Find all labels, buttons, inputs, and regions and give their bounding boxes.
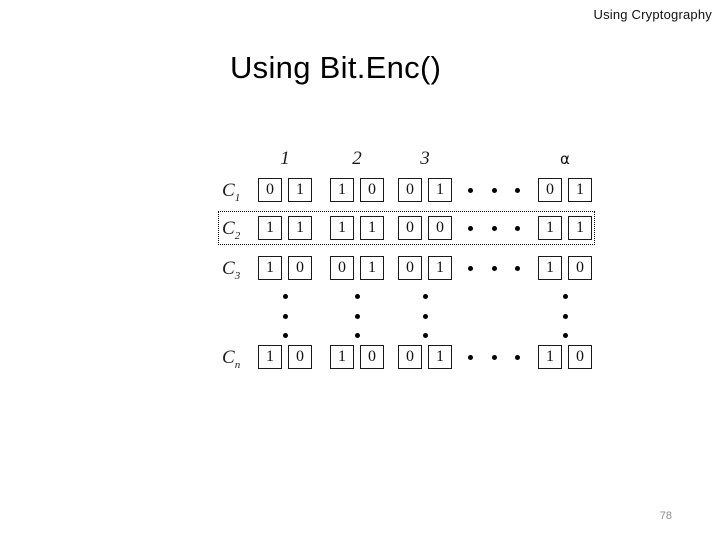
bit-cell: 1 (568, 216, 592, 240)
row-label-c3: C3 (222, 258, 258, 282)
row-label-c2-base: C (222, 218, 235, 239)
bit-cell: 0 (258, 178, 282, 202)
bit-cell: 1 (288, 216, 312, 240)
bit-cell: 1 (330, 216, 354, 240)
bit-cell: 0 (330, 256, 354, 280)
bit-cell: 0 (398, 216, 422, 240)
row-label-c3-subscript: 3 (234, 269, 241, 282)
bit-cell: 1 (258, 345, 282, 369)
row-ellipsis-icon (466, 256, 522, 280)
page-number: 78 (659, 510, 672, 522)
column-ellipsis-icon (398, 294, 452, 338)
bit-cell: 0 (288, 256, 312, 280)
bit-cell: 1 (258, 216, 282, 240)
column-label-alpha: α (560, 150, 570, 168)
row-ellipsis-icon (466, 178, 522, 202)
bit-cell: 1 (428, 256, 452, 280)
bit-cell: 1 (288, 178, 312, 202)
bit-cell: 1 (538, 256, 562, 280)
row-label-c1: C1 (222, 180, 258, 204)
bit-cell: 1 (330, 178, 354, 202)
row-label-cn-base: C (222, 347, 235, 368)
bit-cell: 1 (538, 216, 562, 240)
slide-header-text: Using Cryptography (593, 7, 712, 22)
bit-cell: 0 (398, 178, 422, 202)
bit-cell: 0 (398, 345, 422, 369)
bit-cell: 0 (360, 345, 384, 369)
row-label-c2: C2 (222, 218, 258, 242)
column-ellipsis-icon (330, 294, 384, 338)
bit-cell: 0 (398, 256, 422, 280)
column-label-3: 3 (420, 148, 430, 169)
bit-cell: 1 (360, 256, 384, 280)
row-label-cn: Cn (222, 347, 258, 371)
row-label-c2-subscript: 2 (234, 229, 241, 242)
row-highlight-c2 (218, 211, 595, 245)
bit-cell: 1 (258, 256, 282, 280)
column-ellipsis-icon (258, 294, 312, 338)
row-label-cn-subscript: n (234, 358, 241, 371)
row-label-c1-subscript: 1 (234, 191, 241, 204)
bit-cell: 1 (538, 345, 562, 369)
row-label-c1-base: C (222, 180, 235, 201)
bit-cell: 1 (568, 178, 592, 202)
bit-cell: 1 (330, 345, 354, 369)
page-title: Using Bit.Enc() (230, 50, 442, 85)
bit-cell: 0 (568, 345, 592, 369)
bit-cell: 1 (428, 178, 452, 202)
bit-cell: 0 (288, 345, 312, 369)
row-ellipsis-icon (466, 216, 522, 240)
bit-cell: 1 (360, 216, 384, 240)
column-label-1: 1 (280, 148, 290, 169)
row-label-c3-base: C (222, 258, 235, 279)
column-label-2: 2 (352, 148, 362, 169)
bit-cell: 0 (538, 178, 562, 202)
bit-cell: 0 (428, 216, 452, 240)
row-ellipsis-icon (466, 345, 522, 369)
bit-cell: 0 (568, 256, 592, 280)
bit-cell: 1 (428, 345, 452, 369)
bit-cell: 0 (360, 178, 384, 202)
column-ellipsis-icon (538, 294, 592, 338)
